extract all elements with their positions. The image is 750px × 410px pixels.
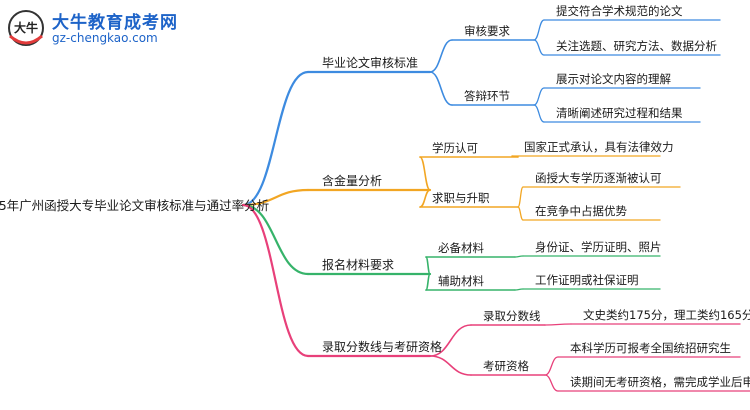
mindmap-root: 2025年广州函授大专毕业论文审核标准与通过率分析	[0, 198, 269, 213]
edge-leaf-3-2-1	[514, 288, 524, 291]
edge-root-branch-3	[241, 203, 310, 276]
child-label-2-2: 求职与升职	[432, 191, 490, 205]
edge-branch-1-child-2	[429, 71, 453, 106]
leaf-label-1-1-2: 关注选题、研究方法、数据分析	[556, 39, 717, 53]
edge-leaf-3-1-1	[514, 255, 524, 258]
site-logo[interactable]: 大牛 大牛教育成考网 gz-chengkao.com	[6, 6, 196, 52]
child-label-4-2: 考研资格	[483, 359, 529, 373]
logo-title: 大牛教育成考网	[52, 13, 178, 33]
edge-leaf-1-2-1	[533, 87, 545, 106]
leaf-label-1-2-1: 展示对论文内容的理解	[556, 72, 671, 86]
edge-branch-4-child-2	[429, 355, 472, 376]
child-label-1-1: 审核要求	[464, 24, 510, 38]
leaf-label-1-1-1: 提交符合学术规范的论文	[556, 4, 683, 18]
child-label-4-1: 录取分数线	[483, 309, 541, 323]
edge-leaf-4-2-1	[544, 356, 559, 376]
edge-leaf-1-1-2	[533, 39, 545, 56]
child-label-1-2: 答辩环节	[464, 89, 510, 103]
edge-leaf-1-2-2	[533, 104, 545, 123]
mindmap-nodes: 2025年广州函授大专毕业论文审核标准与通过率分析 毕业论文审核标准 审核要求 提交符…	[0, 4, 750, 389]
logo-mark-icon: 大牛	[8, 10, 44, 46]
child-label-2-1: 学历认可	[432, 141, 478, 155]
branch-label-2: 含金量分析	[322, 173, 382, 188]
branch-label-1: 毕业论文审核标准	[322, 55, 418, 70]
leaf-label-2-2-2: 在竞争中占据优势	[535, 204, 627, 218]
logo-url: gz-chengkao.com	[52, 31, 158, 45]
leaf-label-3-2-1: 工作证明或社保证明	[535, 273, 639, 287]
child-label-3-2: 辅助材料	[438, 274, 484, 288]
mindmap-edges	[241, 19, 750, 392]
leaf-label-2-1-1: 国家正式承认，具有法律效力	[524, 140, 674, 154]
edge-branch-2-child-2	[419, 189, 431, 208]
edge-leaf-4-1-1	[544, 323, 572, 326]
edge-root-branch-4	[241, 203, 310, 358]
logo-mark-text: 大牛	[14, 20, 38, 35]
edge-root-branch-1	[241, 70, 310, 207]
leaf-label-3-1-1: 身份证、学历证明、照片	[535, 240, 662, 254]
leaf-label-2-2-1: 函授大专学历逐渐被认可	[535, 171, 662, 185]
edge-branch-2-child-1	[419, 156, 431, 191]
edge-leaf-4-2-2	[544, 374, 559, 392]
edge-leaf-2-2-1	[517, 186, 524, 208]
edge-branch-3-child-2	[425, 273, 431, 291]
leaf-label-4-1-1: 文史类约175分，理工类约165分	[583, 308, 750, 322]
edge-branch-4-child-1	[429, 324, 472, 357]
edge-root-branch-2	[241, 188, 310, 207]
branch-label-4: 录取分数线与考研资格	[322, 339, 442, 354]
child-label-3-1: 必备材料	[438, 241, 484, 255]
leaf-label-1-2-2: 清晰阐述研究过程和结果	[556, 106, 683, 120]
edge-leaf-2-2-2	[517, 206, 524, 221]
edge-branch-1-child-1	[429, 39, 453, 73]
leaf-label-4-2-2: 读期间无考研资格，需完成学业后申请	[570, 375, 750, 389]
edge-branch-3-child-1	[425, 256, 431, 275]
leaf-label-4-2-1: 本科学历可报考全国统招研究生	[570, 341, 731, 355]
branch-label-3: 报名材料要求	[322, 257, 394, 272]
edge-leaf-1-1-1	[533, 19, 545, 41]
